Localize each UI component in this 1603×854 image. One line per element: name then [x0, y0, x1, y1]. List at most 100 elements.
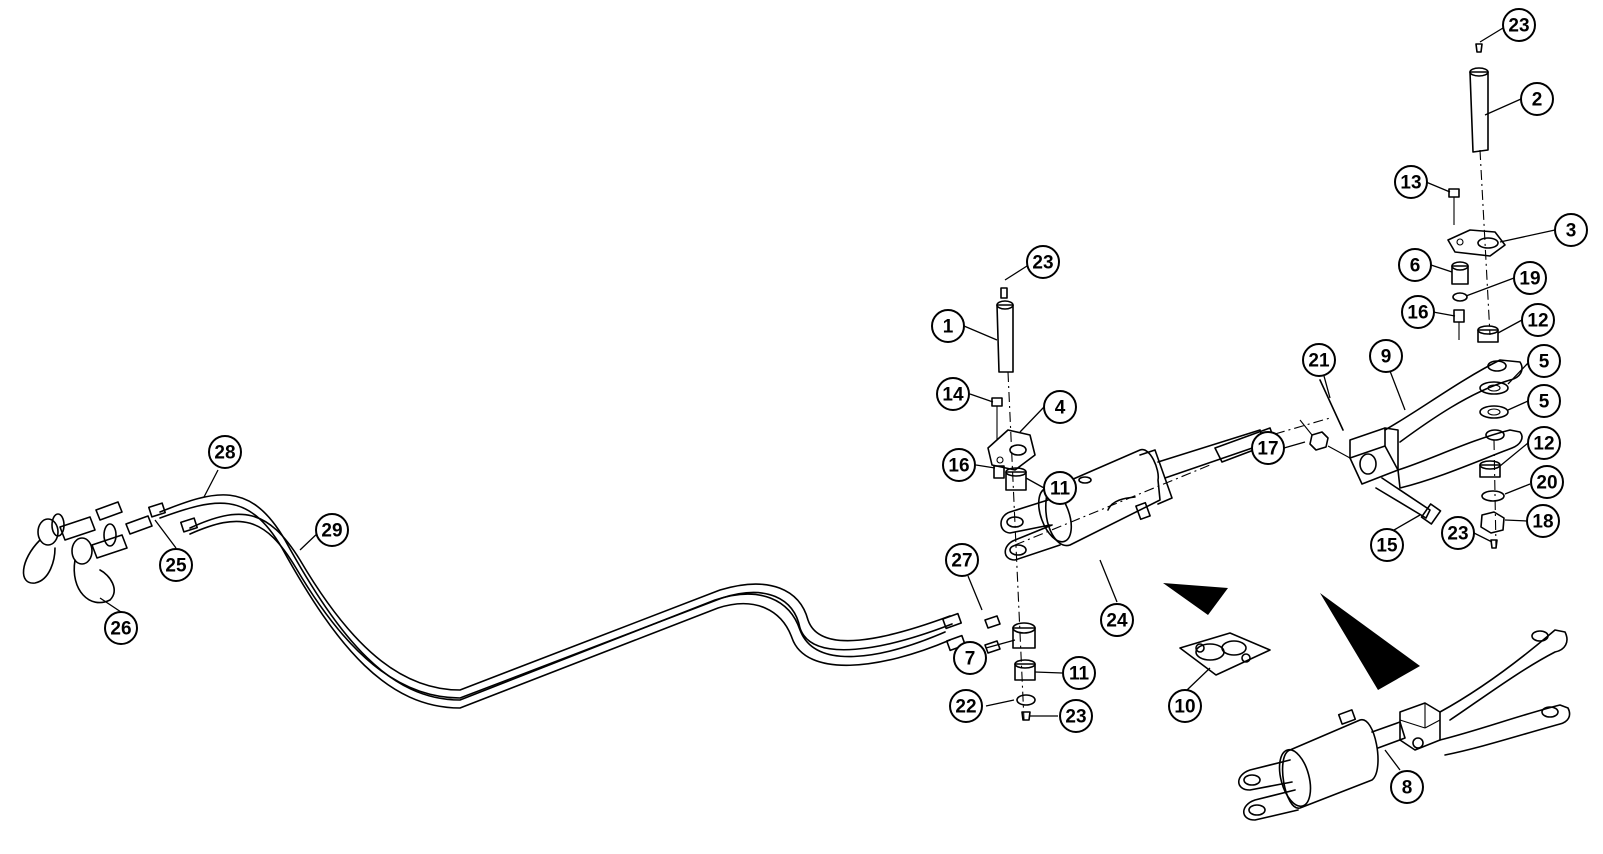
callout-number: 7: [965, 649, 976, 670]
callout-circle: [1513, 261, 1547, 295]
callout-number: 27: [951, 551, 972, 572]
callout-circle: [1398, 248, 1432, 282]
quick-couplers: [22, 501, 199, 604]
callout-23: 23: [1502, 8, 1536, 42]
callout-number: 23: [1032, 253, 1053, 274]
callout-number: 19: [1519, 269, 1540, 290]
callout-circle: [1554, 213, 1588, 247]
callout-number: 25: [165, 556, 187, 577]
callout-circle: [1401, 295, 1435, 329]
callout-number: 12: [1527, 311, 1548, 332]
callout-circle: [1059, 699, 1093, 733]
callout-11: 11: [1043, 471, 1077, 505]
callout-number: 10: [1174, 697, 1195, 718]
callout-number: 21: [1308, 351, 1330, 372]
callout-circle: [942, 448, 976, 482]
right-pin-stack: [1447, 43, 1506, 343]
callout-circle: [1441, 516, 1475, 550]
callout-bubbles: 23 2 13 3 6 19 16 12 21 9 5 5 17 12 20 18 23 15 23 1 14 4 16 11…: [104, 8, 1588, 804]
callout-number: 11: [1069, 664, 1090, 685]
callout-number: 14: [942, 385, 964, 406]
callout-2: 2: [1520, 82, 1554, 116]
callout-23: 23: [1059, 699, 1093, 733]
callout-5: 5: [1527, 384, 1561, 418]
callout-22: 22: [949, 689, 983, 723]
callout-circle: [1370, 528, 1404, 562]
callout-circle: [1526, 504, 1560, 538]
callout-circle: [936, 377, 970, 411]
callout-11: 11: [1062, 656, 1096, 690]
callout-circle: [1502, 8, 1536, 42]
callout-circle: [1251, 431, 1285, 465]
callout-24: 24: [1100, 603, 1134, 637]
callout-6: 6: [1398, 248, 1432, 282]
callout-number: 16: [1407, 303, 1428, 324]
callout-number: 15: [1376, 536, 1398, 557]
callout-number: 24: [1106, 611, 1128, 632]
callout-23: 23: [1441, 516, 1475, 550]
leader-lines: [99, 27, 1556, 771]
callout-number: 5: [1539, 352, 1550, 373]
callout-5: 5: [1527, 344, 1561, 378]
callout-29: 29: [315, 513, 349, 547]
callout-15: 15: [1370, 528, 1404, 562]
callout-number: 22: [955, 697, 976, 718]
callout-3: 3: [1554, 213, 1588, 247]
callout-10: 10: [1168, 689, 1202, 723]
callout-number: 13: [1400, 173, 1421, 194]
callout-8: 8: [1390, 770, 1424, 804]
seal-kit-10: [1179, 632, 1271, 676]
yoke-9: [1299, 359, 1523, 549]
callout-number: 26: [110, 619, 131, 640]
callout-13: 13: [1394, 165, 1428, 199]
arrow-small: [1163, 583, 1228, 615]
callout-25: 25: [159, 548, 193, 582]
callout-circle: [1043, 390, 1077, 424]
callout-circle: [1394, 165, 1428, 199]
callout-circle: [1521, 303, 1555, 337]
callout-19: 19: [1513, 261, 1547, 295]
callout-number: 16: [948, 456, 969, 477]
callout-number: 4: [1055, 398, 1066, 419]
callout-number: 28: [214, 443, 235, 464]
callout-12: 12: [1521, 303, 1555, 337]
callout-27: 27: [945, 543, 979, 577]
callout-circle: [208, 435, 242, 469]
callout-number: 2: [1532, 90, 1543, 111]
rod-centerline: [1274, 417, 1331, 435]
callout-circle: [931, 309, 965, 343]
callout-17: 17: [1251, 431, 1285, 465]
callout-4: 4: [1043, 390, 1077, 424]
callout-number: 20: [1536, 473, 1557, 494]
callout-circle: [1520, 82, 1554, 116]
callout-14: 14: [936, 377, 970, 411]
callout-26: 26: [104, 611, 138, 645]
callout-circle: [1302, 343, 1336, 377]
callout-number: 29: [321, 521, 342, 542]
callout-circle: [945, 543, 979, 577]
callout-20: 20: [1530, 465, 1564, 499]
callout-number: 12: [1533, 434, 1554, 455]
callout-number: 5: [1539, 392, 1550, 413]
callout-7: 7: [953, 641, 987, 675]
callout-circle: [1043, 471, 1077, 505]
callout-18: 18: [1526, 504, 1560, 538]
callout-circle: [1527, 344, 1561, 378]
callout-circle: [159, 548, 193, 582]
callout-number: 8: [1402, 778, 1413, 799]
callout-number: 9: [1381, 347, 1392, 368]
callout-circle: [1168, 689, 1202, 723]
callout-circle: [1026, 245, 1060, 279]
callout-number: 23: [1508, 16, 1529, 37]
callout-circle: [949, 689, 983, 723]
callout-1: 1: [931, 309, 965, 343]
callout-circle: [1390, 770, 1424, 804]
callout-circle: [315, 513, 349, 547]
callout-number: 1: [943, 317, 954, 338]
callout-circle: [1100, 603, 1134, 637]
callout-number: 6: [1410, 256, 1421, 277]
left-stack-placed: [987, 287, 1036, 721]
callout-12: 12: [1527, 426, 1561, 460]
callout-28: 28: [208, 435, 242, 469]
arrow-large: [1320, 593, 1420, 690]
